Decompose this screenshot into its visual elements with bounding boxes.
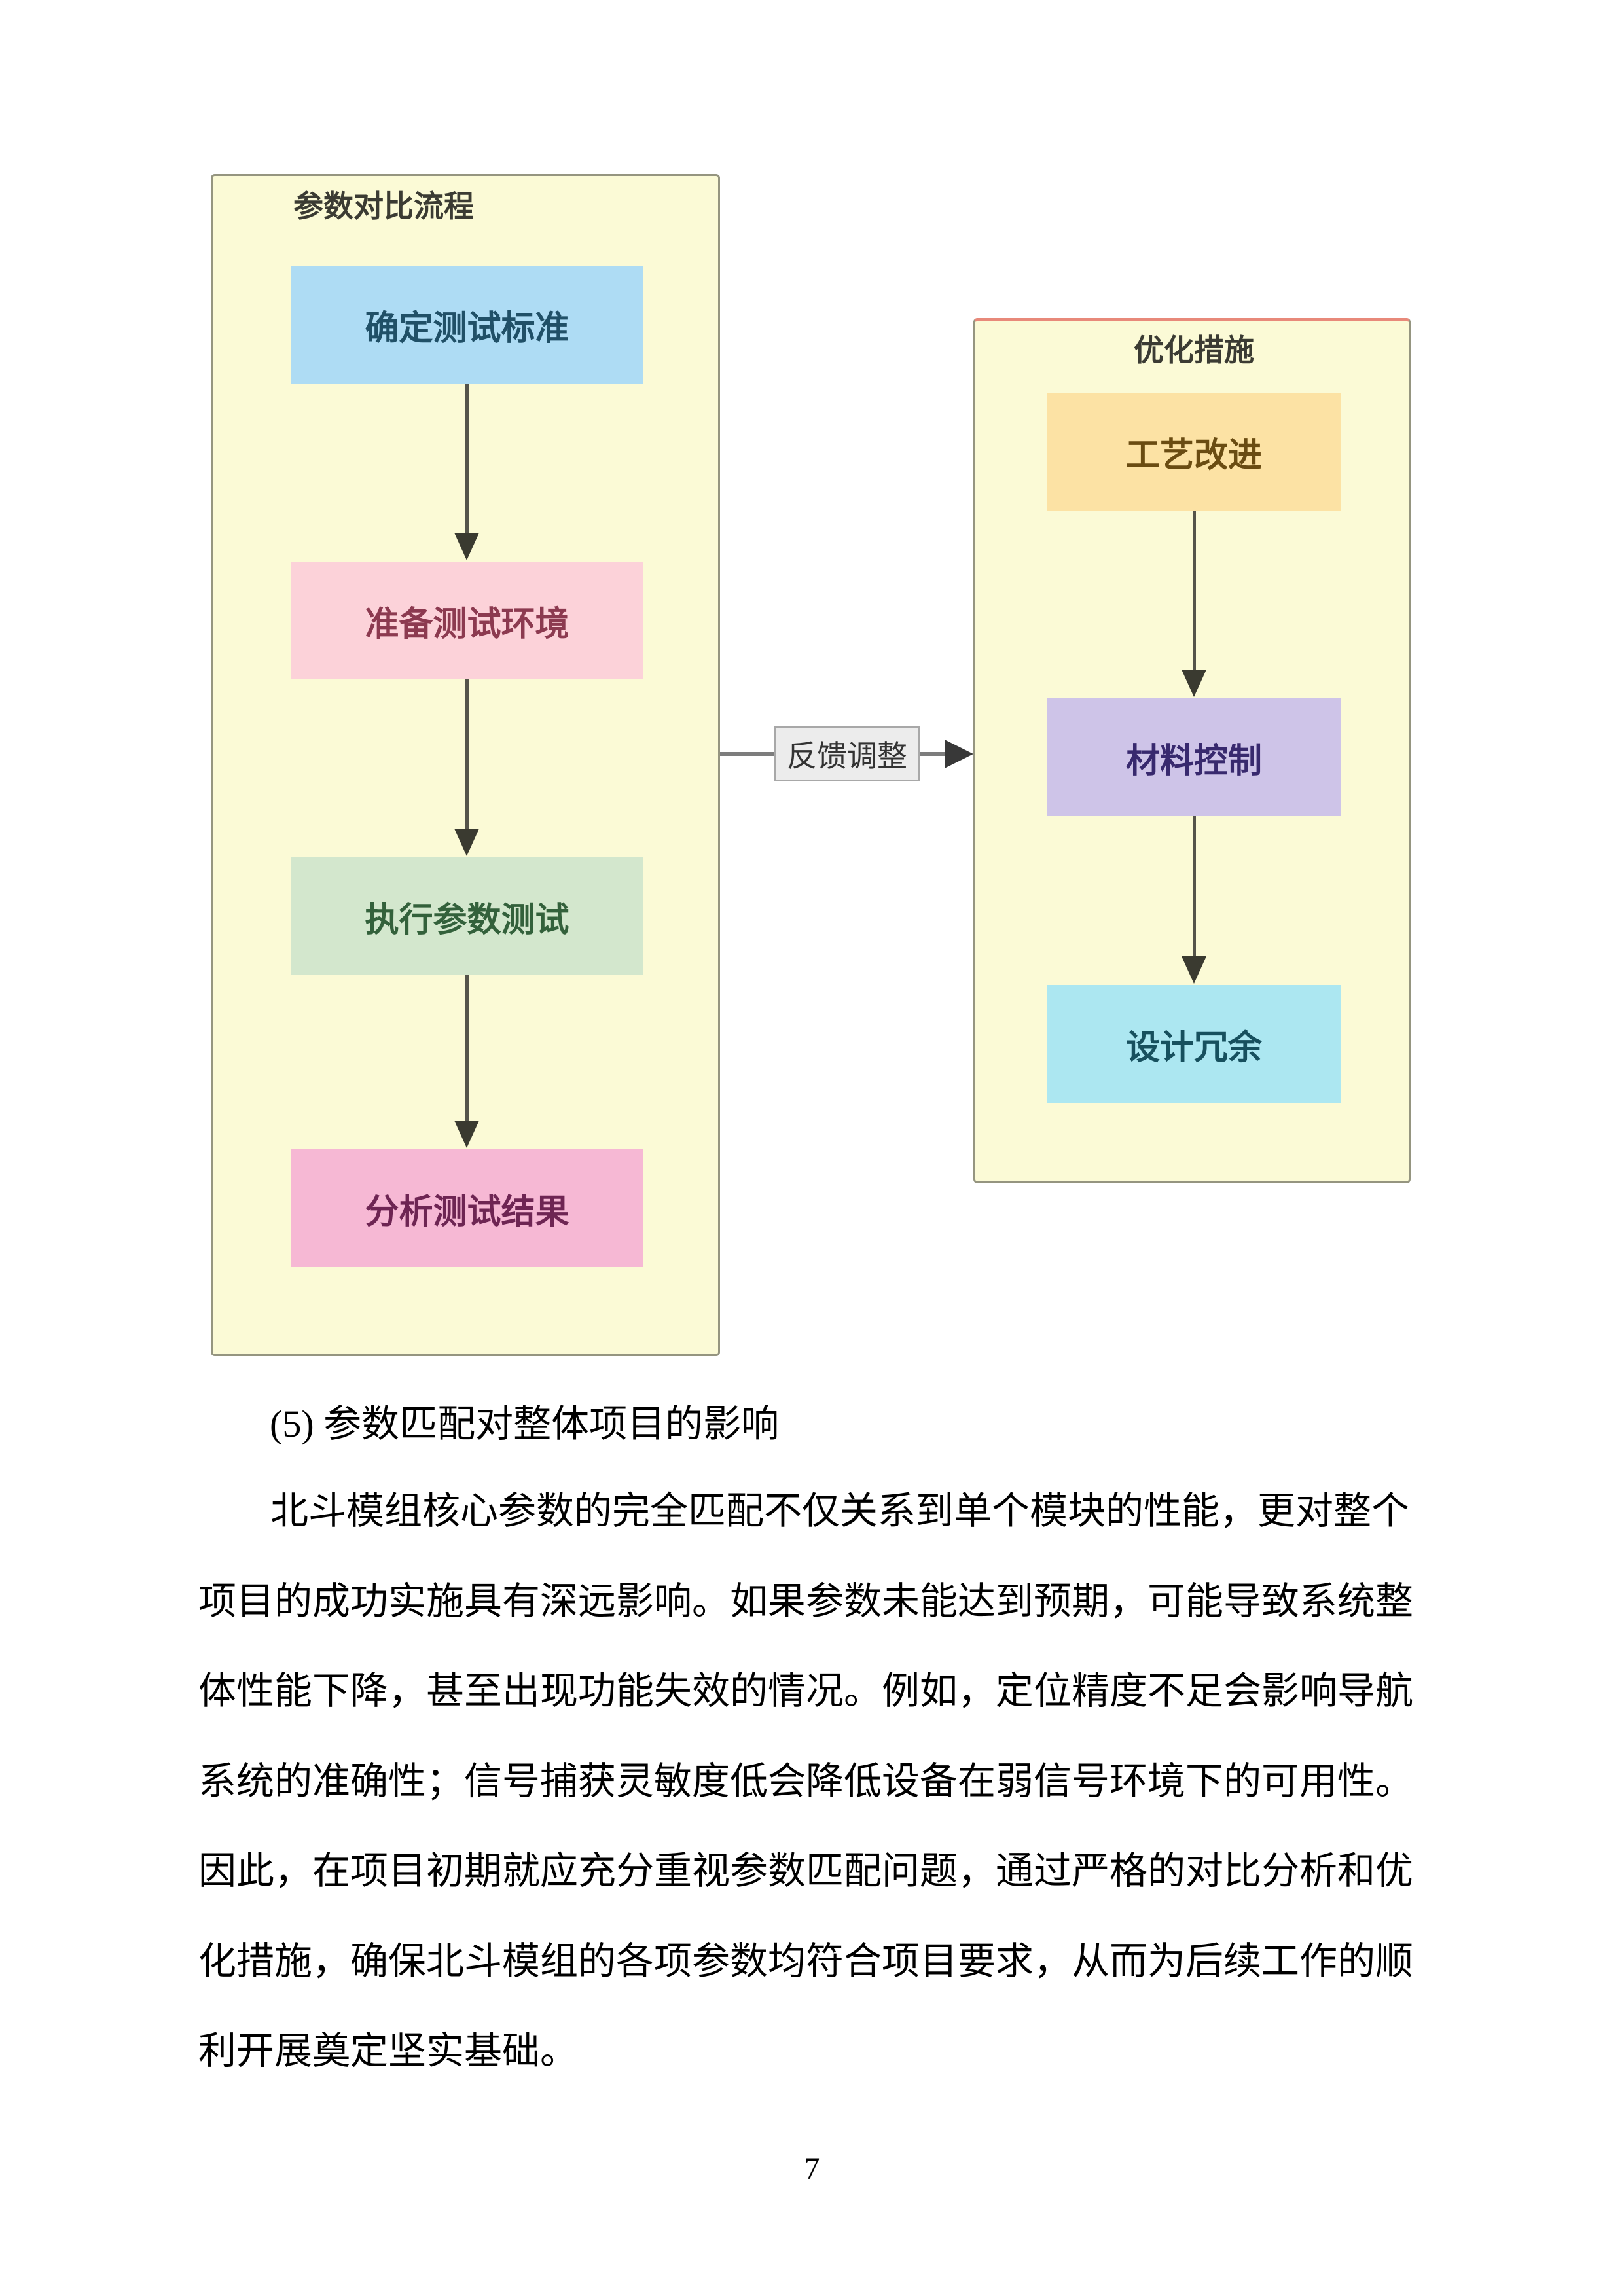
- step-label: 材料控制: [1125, 742, 1262, 780]
- paragraph-line: 北斗模组核心参数的完全匹配不仅关系到单个模块的性能，更对整个: [270, 1490, 1410, 1532]
- step-prepare-test-environment: 准备测试环境: [291, 562, 643, 679]
- arrowhead-down-icon: [1182, 956, 1206, 984]
- arrow-down-icon: [1193, 816, 1196, 956]
- arrowhead-down-icon: [454, 1121, 479, 1148]
- step-label: 工艺改进: [1125, 436, 1262, 475]
- step-analyze-test-results: 分析测试结果: [291, 1149, 643, 1267]
- step-label: 确定测试标准: [365, 309, 569, 348]
- arrowhead-down-icon: [454, 829, 479, 856]
- arrow-down-icon: [465, 679, 469, 829]
- right-flow-container: 优化措施 工艺改进 材料控制 设计冗余: [973, 318, 1411, 1183]
- paragraph-line: 因此，在项目初期就应充分重视参数匹配问题，通过严格的对比分析和优: [198, 1850, 1414, 1892]
- arrowhead-down-icon: [1182, 670, 1206, 697]
- arrow-down-icon: [465, 384, 469, 534]
- step-label: 执行参数测试: [365, 901, 569, 939]
- arrowhead-right-icon: [945, 740, 973, 768]
- step-label: 分析测试结果: [365, 1193, 569, 1231]
- paragraph-line: 利开展奠定坚实基础。: [198, 2030, 579, 2072]
- step-material-control: 材料控制: [1047, 698, 1341, 816]
- paragraph-line: 项目的成功实施具有深远影响。如果参数未能达到预期，可能导致系统整: [198, 1580, 1414, 1623]
- paragraph-line: 化措施，确保北斗模组的各项参数均符合项目要求，从而为后续工作的顺: [198, 1940, 1414, 1982]
- step-determine-test-standards: 确定测试标准: [291, 266, 643, 384]
- page-number: 7: [804, 2151, 820, 2186]
- arrow-down-icon: [1193, 511, 1196, 670]
- section-heading: (5) 参数匹配对整体项目的影响: [270, 1403, 780, 1445]
- paragraph-line: 系统的准确性；信号捕获灵敏度低会降低设备在弱信号环境下的可用性。: [198, 1760, 1414, 1803]
- paragraph-line: 体性能下降，甚至出现功能失效的情况。例如，定位精度不足会影响导航: [198, 1670, 1414, 1712]
- left-flow-container: 参数对比流程 确定测试标准 准备测试环境 执行参数测试 分析测试结果: [211, 174, 720, 1356]
- arrow-down-icon: [465, 975, 469, 1121]
- step-label: 设计冗余: [1125, 1028, 1262, 1067]
- feedback-label: 反馈调整: [774, 726, 920, 781]
- step-design-redundancy: 设计冗余: [1047, 985, 1341, 1103]
- arrowhead-down-icon: [454, 533, 479, 560]
- step-execute-parameter-tests: 执行参数测试: [291, 857, 643, 975]
- left-flow-title: 参数对比流程: [293, 189, 474, 223]
- right-flow-title: 优化措施: [1134, 333, 1254, 367]
- step-label: 准备测试环境: [365, 605, 569, 643]
- step-process-improvement: 工艺改进: [1047, 393, 1341, 511]
